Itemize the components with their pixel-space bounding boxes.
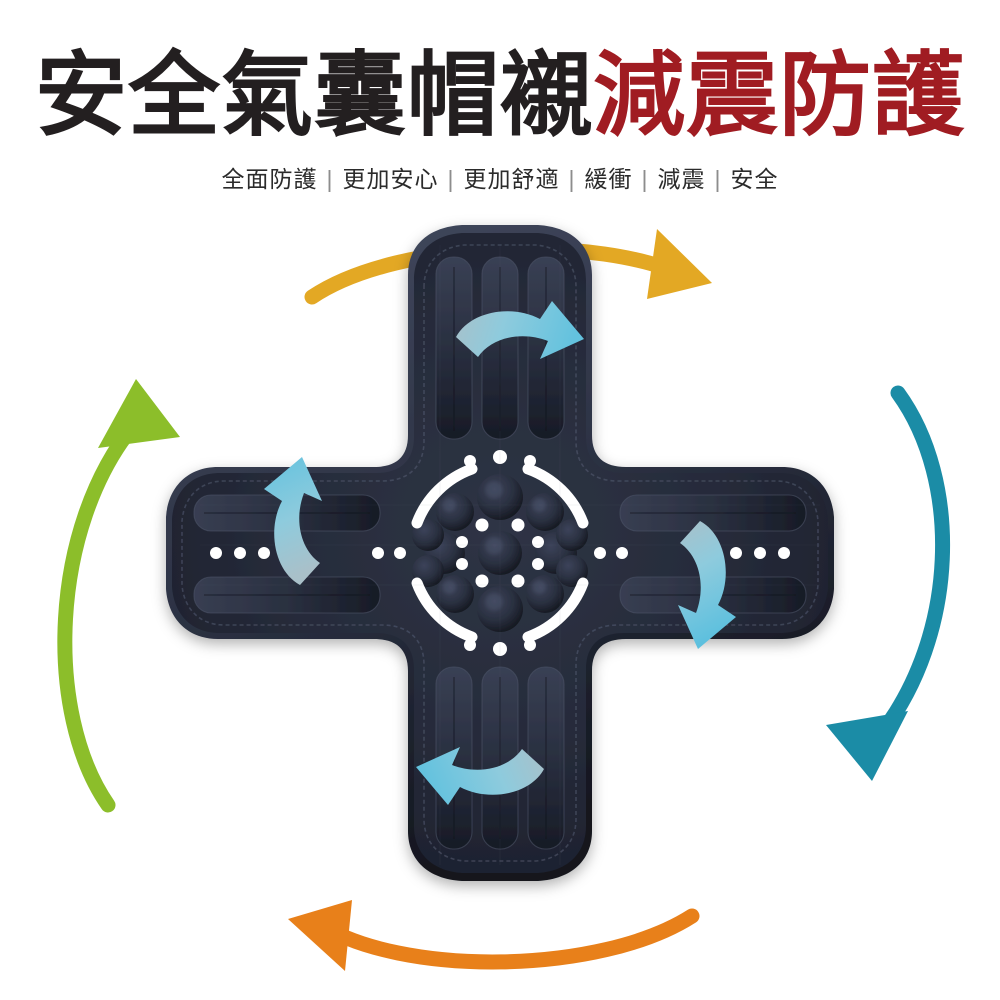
subtitle-item-0: 全面防護	[221, 166, 318, 192]
pad-center-bumps	[412, 474, 588, 632]
subtitle-item-5: 安全	[730, 166, 779, 192]
subtitle-separator-2: |	[568, 166, 576, 192]
airflow-arrow-bottom	[416, 747, 544, 805]
header: 安全氣囊帽襯減震防護 全面防護 | 更加安心 | 更加舒適 | 緩衝 | 減震 | 安全	[0, 0, 1000, 194]
page-title: 安全氣囊帽襯減震防護	[0, 0, 1000, 148]
subtitle-separator-3: |	[641, 166, 649, 192]
airflow-arrow-left	[264, 457, 322, 585]
airflow-arrow-top	[456, 301, 584, 359]
rotation-arrow-right	[826, 385, 951, 781]
subtitle-item-1: 更加安心	[342, 166, 439, 192]
rotation-arrow-left	[57, 379, 180, 813]
subtitle-feature-list: 全面防護 | 更加安心 | 更加舒適 | 緩衝 | 減震 | 安全	[0, 148, 1000, 194]
pad-vent-holes-center	[456, 450, 544, 656]
pad-arm-left-lobes	[193, 494, 381, 614]
pad-center-arc-cutouts	[411, 463, 589, 643]
airflow-arrow-right	[678, 521, 736, 649]
subtitle-separator-0: |	[326, 166, 334, 192]
subtitle-item-2: 更加舒適	[463, 166, 560, 192]
subtitle-item-3: 緩衝	[584, 166, 633, 192]
subtitle-item-4: 減震	[657, 166, 706, 192]
subtitle-separator-1: |	[447, 166, 455, 192]
rotation-arrow-bottom	[288, 900, 700, 971]
subtitle-separator-4: |	[714, 166, 722, 192]
product-illustration-stage	[0, 205, 1000, 1000]
page-title-black: 安全氣囊帽襯	[34, 45, 593, 147]
pad-inner-stitch-line	[181, 244, 819, 862]
page-title-red: 減震防護	[593, 45, 966, 147]
rotation-arrows-group	[57, 229, 951, 971]
pad-arm-bottom-lobes	[435, 666, 565, 850]
pad-vent-holes-side-rows	[210, 547, 790, 559]
airflow-arrows-group	[264, 301, 736, 805]
